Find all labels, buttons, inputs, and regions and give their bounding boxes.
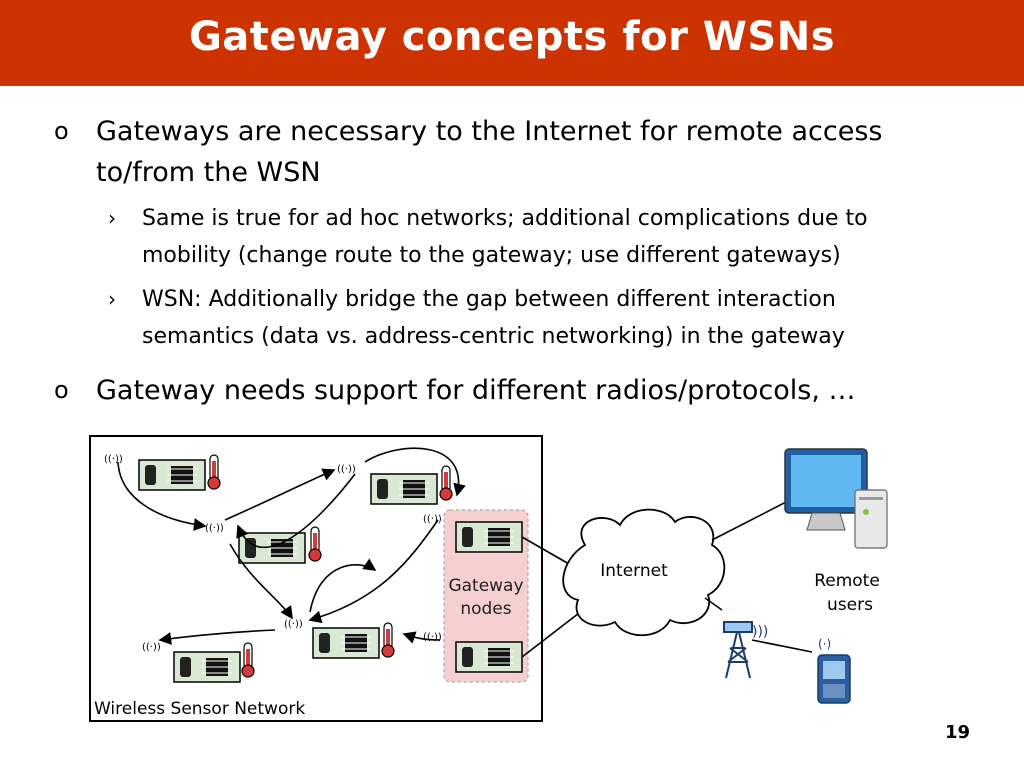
svg-text:((·)): ((·)) (142, 642, 161, 653)
gateway-label-line1: Gateway (448, 576, 523, 596)
sub-bullet-2-line2: semantics (data vs. address-centric netw… (142, 324, 845, 349)
svg-text:((·)): ((·)) (337, 464, 356, 475)
sub-bullet-2: › WSN: Additionally bridge the gap betwe… (108, 281, 1002, 355)
wsn-label: Wireless Sensor Network (94, 699, 305, 719)
bullet-marker: o (54, 376, 69, 404)
cloud-icon (562, 508, 726, 637)
sub-bullet-marker: › (108, 287, 116, 311)
sub-bullet-marker: › (108, 206, 116, 230)
antenna-signal-icon: ((·)) ((·)) ((·)) ((·)) ((·)) ((·)) ((·)… (104, 454, 442, 653)
remote-label-line2: users (827, 595, 873, 615)
svg-text:((·)): ((·)) (284, 619, 303, 630)
sub-bullet-1: › Same is true for ad hoc networks; addi… (108, 200, 1002, 274)
bullet-1: o Gateways are necessary to the Internet… (54, 111, 996, 193)
handheld-device-icon: (·) (817, 637, 851, 704)
sensor-node-icon (370, 473, 438, 505)
gateway-box (443, 509, 529, 683)
svg-text:((·)): ((·)) (423, 514, 442, 525)
sensor-node-icon (238, 532, 306, 564)
sub-bullet-1-line2: mobility (change route to the gateway; u… (142, 243, 841, 268)
title-bar: Gateway concepts for WSNs (0, 0, 1024, 86)
bullet-1-line1: Gateways are necessary to the Internet f… (96, 116, 883, 147)
thermometer-icon (308, 526, 322, 562)
svg-text:((·)): ((·)) (423, 632, 442, 643)
sensor-node-icon (138, 459, 206, 491)
sensor-node-icon (312, 627, 380, 659)
sensor-node-icon (173, 651, 241, 683)
gateway-label-line2: nodes (460, 599, 511, 619)
desktop-computer-icon (784, 448, 888, 549)
sensor-node-icon (455, 641, 523, 673)
sensor-node-icon (455, 521, 523, 553)
internet-label: Internet (600, 561, 668, 581)
thermometer-icon (381, 622, 395, 658)
thermometer-icon (241, 642, 255, 678)
bullet-2: o Gateway needs support for different ra… (54, 370, 996, 411)
sub-bullet-1-line1: Same is true for ad hoc networks; additi… (142, 206, 868, 231)
svg-text:((·)): ((·)) (205, 523, 224, 534)
svg-text:(·): (·) (818, 637, 831, 651)
bullet-marker: o (54, 117, 69, 145)
tower-signal-icon: ))) (752, 624, 768, 640)
slide-title: Gateway concepts for WSNs (188, 14, 836, 60)
sub-bullet-2-line1: WSN: Additionally bridge the gap between… (142, 287, 836, 312)
remote-label-line1: Remote (814, 571, 880, 591)
page-number: 19 (944, 722, 970, 743)
cell-tower-icon (723, 621, 753, 679)
svg-text:((·)): ((·)) (104, 454, 123, 465)
bullet-2-line1: Gateway needs support for different radi… (96, 375, 856, 406)
thermometer-icon (439, 465, 453, 501)
thermometer-icon (207, 454, 221, 490)
bullet-1-line2: to/from the WSN (96, 157, 321, 188)
